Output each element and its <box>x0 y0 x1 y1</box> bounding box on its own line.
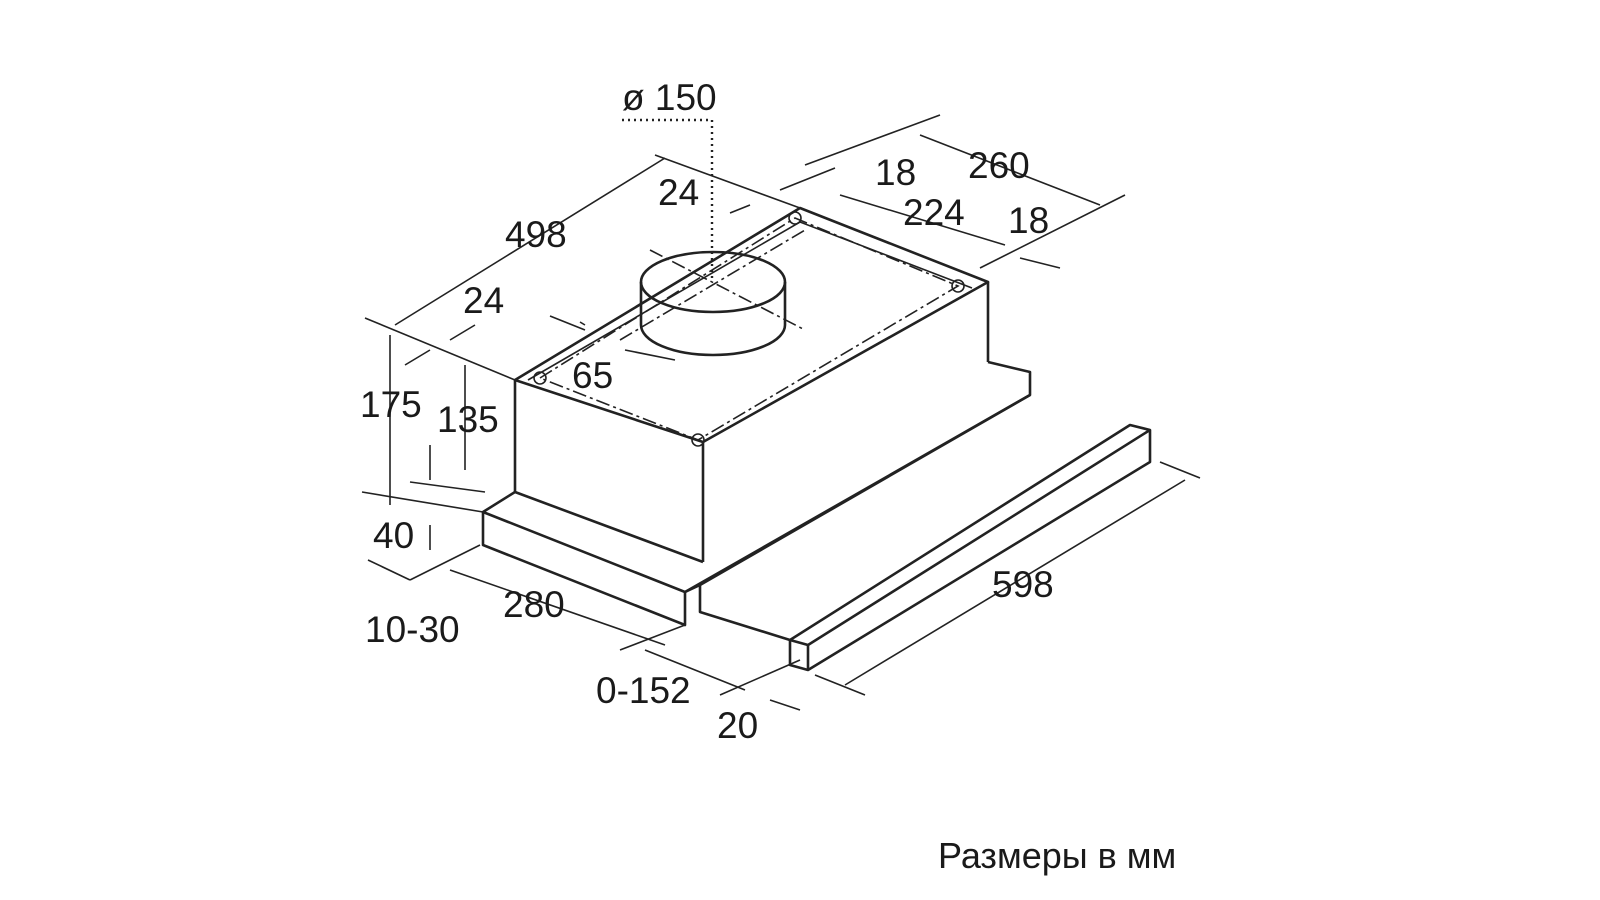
mounting-holes <box>533 211 965 447</box>
label-0-152: 0-152 <box>596 670 691 711</box>
label-175: 175 <box>360 384 422 425</box>
label-24-front: 24 <box>463 280 504 321</box>
label-24-back: 24 <box>658 172 699 213</box>
dimension-labels: ø 150 498 24 24 260 18 224 18 65 175 135… <box>360 77 1176 876</box>
label-10-30: 10-30 <box>365 609 460 650</box>
label-18-right: 18 <box>1008 200 1049 241</box>
label-40: 40 <box>373 515 414 556</box>
label-280: 280 <box>503 584 565 625</box>
label-20: 20 <box>717 705 758 746</box>
label-224: 224 <box>903 192 965 233</box>
dimension-lines <box>361 114 1201 711</box>
label-135: 135 <box>437 399 499 440</box>
label-65: 65 <box>572 355 613 396</box>
units-caption: Размеры в мм <box>938 835 1176 876</box>
label-18-top: 18 <box>875 152 916 193</box>
label-260: 260 <box>968 145 1030 186</box>
label-duct-diameter: ø 150 <box>622 77 717 118</box>
exhaust-duct <box>619 118 806 357</box>
label-498: 498 <box>505 214 567 255</box>
label-598: 598 <box>992 564 1054 605</box>
